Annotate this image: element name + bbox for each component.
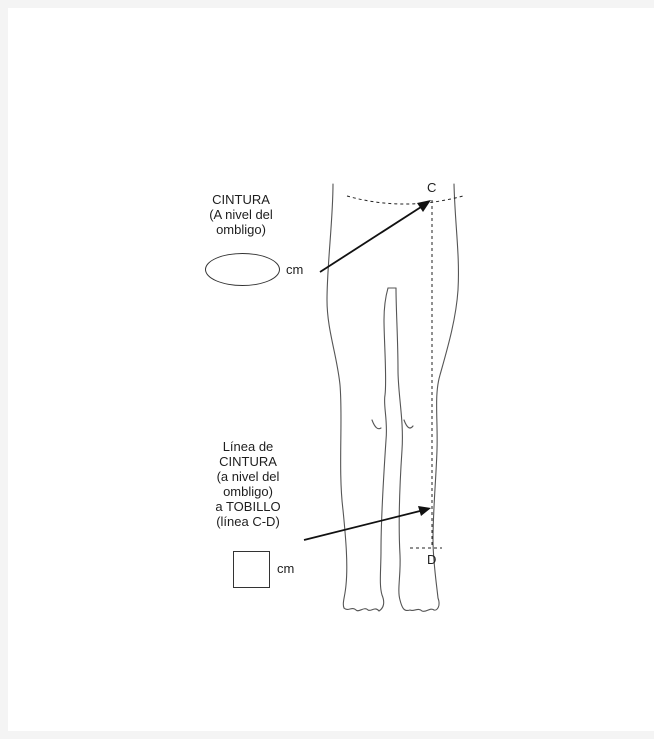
- waist-label-line1: CINTURA: [196, 192, 286, 207]
- length-label: Línea de CINTURA (a nivel del ombligo) a…: [198, 439, 298, 529]
- left-inner-leg: [381, 288, 388, 550]
- length-label-line4: ombligo): [198, 484, 298, 499]
- waist-arrowhead: [417, 200, 431, 212]
- length-unit-label: cm: [277, 561, 294, 576]
- waist-label-line3: ombligo): [196, 222, 286, 237]
- right-leg-outline: [433, 184, 458, 598]
- length-measurement-field[interactable]: [233, 551, 270, 588]
- point-c-label: C: [427, 180, 436, 195]
- left-foot-outline: [344, 550, 384, 611]
- length-label-line2: CINTURA: [198, 454, 298, 469]
- knee-detail-right: [404, 420, 413, 428]
- length-label-line1: Línea de: [198, 439, 298, 454]
- waist-label-line2: (A nivel del: [196, 207, 286, 222]
- length-arrowhead: [418, 506, 431, 516]
- left-leg-outline: [327, 184, 347, 608]
- waist-pointer-line: [320, 207, 421, 272]
- knee-detail-left: [372, 420, 381, 429]
- length-label-line6: (línea C-D): [198, 514, 298, 529]
- length-label-line5: a TOBILLO: [198, 499, 298, 514]
- waist-measurement-field[interactable]: [205, 253, 280, 286]
- point-d-label: D: [427, 552, 436, 567]
- waist-unit-label: cm: [286, 262, 303, 277]
- waist-label: CINTURA (A nivel del ombligo): [196, 192, 286, 237]
- length-label-line3: (a nivel del: [198, 469, 298, 484]
- waist-dashed-line: [347, 196, 463, 204]
- length-pointer-line: [304, 511, 420, 540]
